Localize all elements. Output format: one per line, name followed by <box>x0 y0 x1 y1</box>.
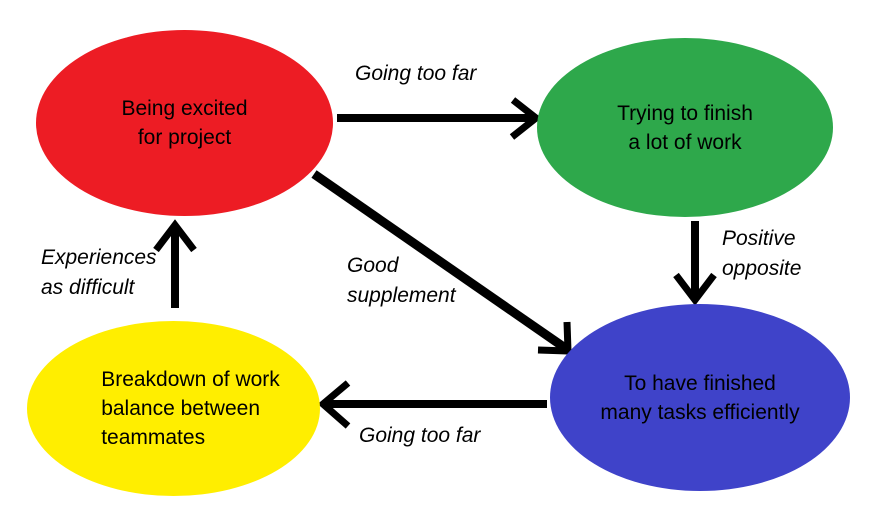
node-being-excited[interactable]: Being excited for project <box>36 30 333 216</box>
node-trying-to-finish-label: Trying to finish a lot of work <box>617 101 753 154</box>
arrow-excited-to-trying <box>337 97 542 140</box>
edge-label-positive-opposite: Positive opposite <box>722 227 802 280</box>
edge-label-good-supplement: Good supplement <box>347 254 456 307</box>
arrow-breakdown-to-excited <box>153 219 197 308</box>
node-finished-tasks[interactable]: To have finished many tasks efficiently <box>550 304 850 491</box>
node-being-excited-label: Being excited for project <box>121 97 248 149</box>
arrow-trying-to-finished <box>673 221 717 306</box>
node-breakdown-label: Breakdown of work balance between teamma… <box>101 368 280 449</box>
node-breakdown[interactable]: Breakdown of work balance between teamma… <box>27 321 320 496</box>
edge-label-going-too-far-bottom: Going too far <box>359 424 481 447</box>
edge-label-experiences-as-difficult: Experiences as difficult <box>41 246 157 299</box>
node-finished-tasks-label: To have finished many tasks efficiently <box>600 371 800 424</box>
node-trying-to-finish[interactable]: Trying to finish a lot of work <box>537 38 833 217</box>
arrow-finished-to-breakdown <box>317 380 547 429</box>
edge-label-going-too-far-top: Going too far <box>355 62 477 85</box>
